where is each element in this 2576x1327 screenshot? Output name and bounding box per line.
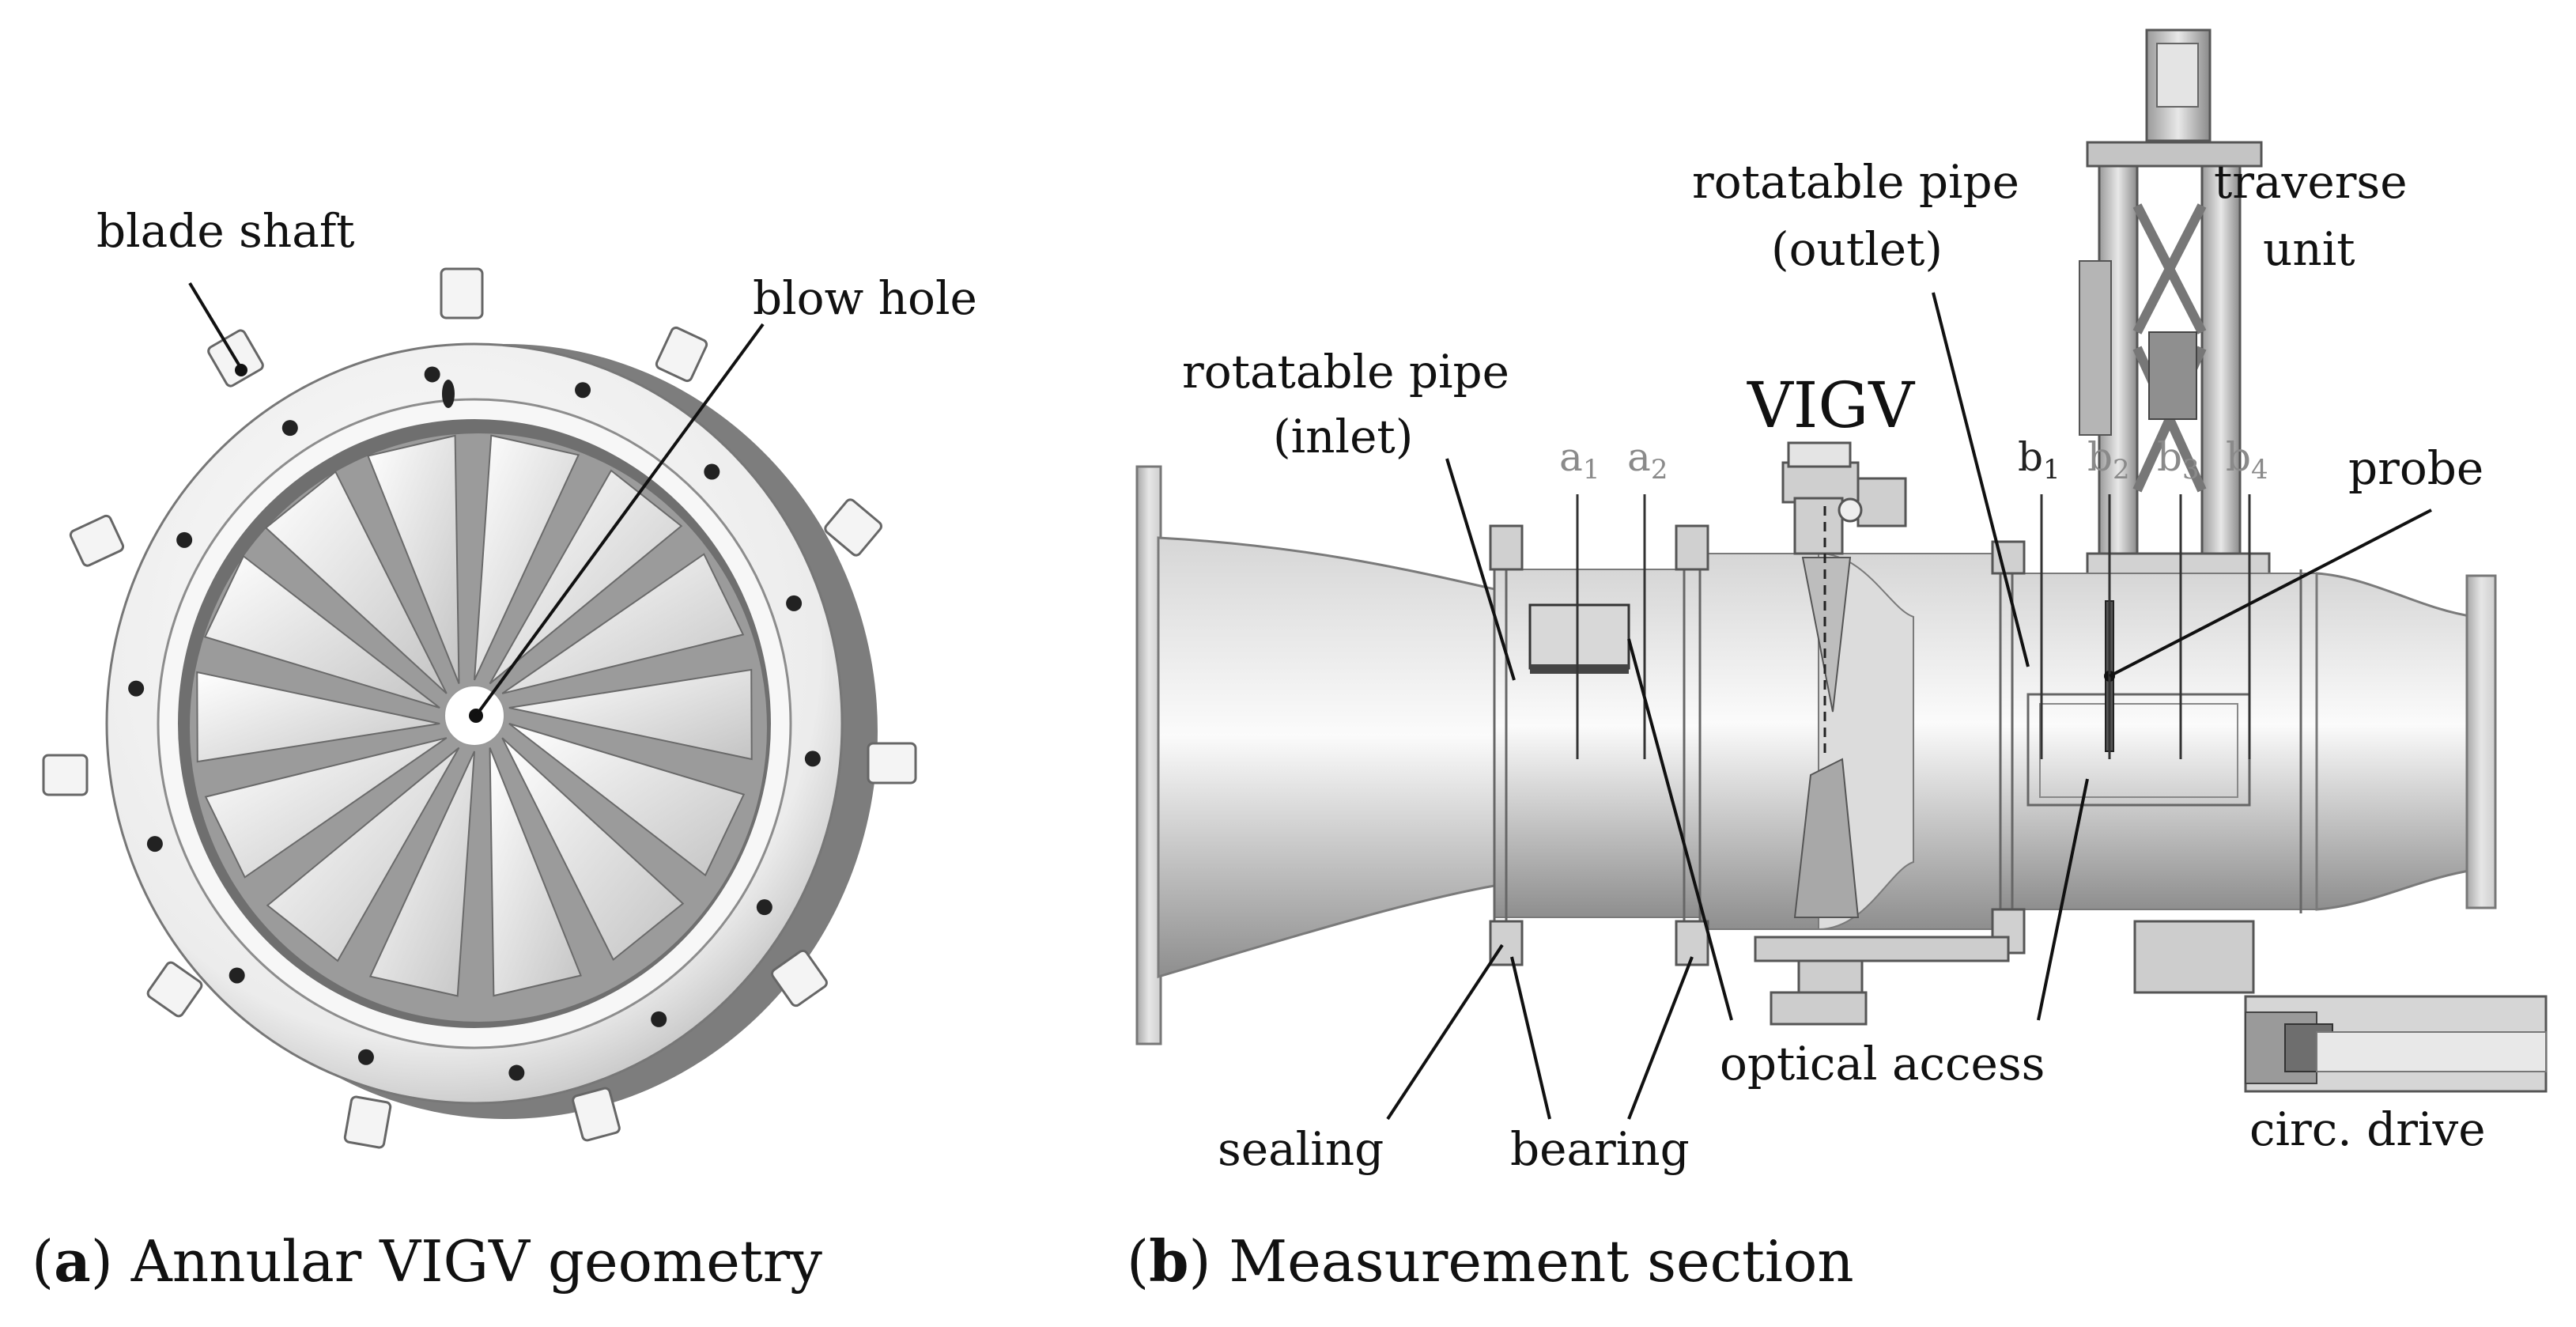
bolt-hole [651,1011,667,1027]
measurement-plane-labels: a1 a2 b1 b2 b3 b4 [1559,434,2268,486]
plane-b1: b1 [2018,434,2060,486]
guide-vane [203,554,440,709]
vigv-actuator [1781,441,1907,555]
bearing-leader-right [1627,956,1694,1120]
bolt-hole [424,366,440,383]
traverse-unit-sub: unit [2263,222,2355,276]
sealing-leader [1386,943,1504,1121]
bolt-hole [128,680,145,697]
bolt-hole [786,595,803,611]
measurement-plane-lines [1576,494,2251,759]
plane-b4: b4 [2226,434,2268,486]
caption-a-text: Annular VIGV geometry [113,1228,822,1295]
guide-vane [474,434,580,681]
plane-b2: b2 [2087,434,2130,486]
outlet-pipe-leader [1932,292,2030,667]
guide-vane [501,737,685,962]
optical-access-label: optical access [1720,1037,2045,1091]
bolt-hole [704,463,720,480]
panel-b-leaders [1386,292,2432,1121]
inlet-bellmouth [1157,536,1496,979]
panel-b-test-section-drawing [1135,28,2548,1093]
traverse-unit [2079,28,2271,611]
circ-drive-unit [2244,995,2548,1093]
bearing-leader-left [1510,956,1551,1120]
vigv-blade-upper [1801,557,1852,713]
optical-window-inlet-shadow [1530,664,1629,674]
caption-a: (a) Annular VIGV geometry [32,1227,822,1295]
caption-a-letter: a [54,1227,91,1295]
bolt-hole [756,899,772,916]
bolt-hole [229,967,245,984]
bearing-label: bearing [1510,1122,1690,1176]
optical-window-outlet-inner [2039,703,2238,798]
sealing-label: sealing [1218,1122,1384,1176]
bolt-hole [508,1064,525,1081]
vigv-label: VIGV [1747,369,1915,442]
bolt-hole [575,382,591,399]
circ-drive-label: circ. drive [2249,1102,2486,1156]
bolt-hole [804,750,821,767]
bolt-hole [281,420,298,437]
plane-a2: a2 [1627,434,1668,486]
optical-leader-outlet [2037,778,2089,1021]
bolt-hole [176,531,193,548]
caption-b-text: Measurement section [1211,1228,1854,1295]
blow-hole-label: blow hole [753,271,977,325]
optical-window-inlet [1528,603,1630,670]
slot-hole [442,380,455,408]
outlet-flange [2465,574,2497,909]
lower-mounts [1754,920,2255,1026]
rotatable-pipe-outlet-sub: (outlet) [1771,222,1943,276]
pipe-joints [1493,554,2302,929]
plane-b3: b3 [2157,434,2200,486]
flange-bolt-holes [128,366,821,1081]
probe-leader [2109,508,2432,678]
guide-vanes [196,434,753,997]
blade-shaft-leader [188,282,243,370]
bolt-hole [357,1049,374,1065]
guide-vane [508,668,753,761]
rotatable-pipe-outlet-label: rotatable pipe [1692,155,2019,209]
rotatable-pipe-outlet-body [2000,573,2317,910]
caption-b: (b) Measurement section [1127,1227,1854,1295]
guide-vane [367,434,460,684]
blade-shafts [42,267,917,1149]
caption-b-letter: b [1149,1227,1188,1295]
panel-a-vigv-drawing [42,267,917,1149]
guide-vane [264,470,448,694]
probe-label: probe [2348,441,2483,495]
traverse-unit-label: traverse [2214,155,2408,209]
guide-vane [489,747,582,997]
guide-vane [204,737,448,879]
plane-a1: a1 [1559,434,1600,486]
guide-vane [196,671,440,763]
vigv-blade-lower [1793,758,1860,918]
inlet-pipe-leader [1445,458,1516,681]
guide-vane [501,553,745,694]
guide-vane [368,750,475,997]
blade-shaft-label: blade shaft [96,204,355,258]
blow-hole-leader [474,323,765,717]
rotatable-pipe-inlet-sub: (inlet) [1273,410,1413,463]
rotatable-pipe-inlet-label: rotatable pipe [1182,345,1509,399]
guide-vane [508,723,746,877]
panel-b-labels: rotatable pipe (inlet) rotatable pipe (o… [1182,155,2486,1176]
optical-leader-inlet [1627,638,1733,1021]
guide-vane [266,747,460,962]
blade-shaft-mark [235,364,247,376]
bolt-hole [146,836,163,853]
bearing-blocks [1489,524,2026,966]
outlet-nozzle [2315,572,2476,911]
